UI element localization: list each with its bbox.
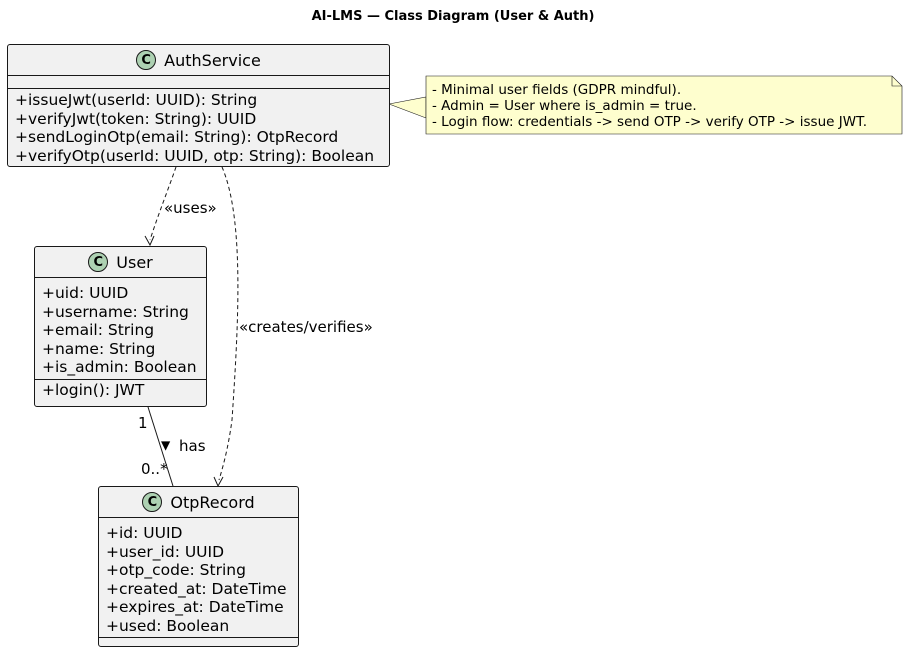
multiplicity-user: 1 xyxy=(138,414,148,432)
has-label: has xyxy=(179,437,206,455)
diagram-title: AI-LMS — Class Diagram (User & Auth) xyxy=(311,9,595,24)
class-otprecord-name: OtpRecord xyxy=(170,492,255,512)
class-authservice-fields xyxy=(8,75,389,88)
has-direction-arrow: ▶ xyxy=(159,441,174,451)
class-user-fields: +uid: UUID +username: String +email: Str… xyxy=(35,277,206,379)
class-otprecord-fields: +id: UUID +user_id: UUID +otp_code: Stri… xyxy=(99,517,298,637)
class-c-icon: C xyxy=(142,492,163,512)
field-item: +otp_code: String xyxy=(106,561,246,580)
class-authservice[interactable]: C AuthService +issueJwt(userId: UUID): S… xyxy=(7,44,390,167)
method-item: +sendLoginOtp(email: String): OtpRecord xyxy=(15,128,339,147)
field-item: +uid: UUID xyxy=(42,284,129,302)
field-item: +id: UUID xyxy=(106,524,183,542)
field-item: +name: String xyxy=(42,339,156,358)
method-item: +verifyOtp(userId: UUID, otp: String): B… xyxy=(15,146,375,165)
note-fold xyxy=(891,76,902,87)
class-otprecord-methods xyxy=(99,636,298,647)
field-item: +username: String xyxy=(42,302,189,321)
class-user-methods: +login(): JWT xyxy=(35,378,206,400)
field-item: +created_at: DateTime xyxy=(106,579,287,598)
field-item: +is_admin: Boolean xyxy=(42,358,197,377)
note-line: - Login flow: credentials -> send OTP ->… xyxy=(432,114,867,131)
class-c-icon: C xyxy=(136,50,157,70)
class-user[interactable]: C User +uid: UUID +username: String +ema… xyxy=(34,246,207,407)
class-authservice-name: AuthService xyxy=(164,50,261,70)
method-item: +issueJwt(userId: UUID): String xyxy=(15,91,258,109)
field-item: +email: String xyxy=(42,321,155,340)
diagram-note: - Minimal user fields (GDPR mindful). - … xyxy=(426,77,892,133)
creates-verifies-label: «creates/verifies» xyxy=(239,318,373,336)
class-user-header: C User xyxy=(35,247,206,277)
method-item: +verifyJwt(token: String): UUID xyxy=(15,109,257,128)
field-item: +used: Boolean xyxy=(106,616,230,635)
uses-edge xyxy=(149,166,177,241)
creates-verifies-edge xyxy=(218,166,239,481)
note-connector xyxy=(387,96,427,119)
field-item: +expires_at: DateTime xyxy=(106,598,284,617)
note-line: - Minimal user fields (GDPR mindful). xyxy=(432,82,682,98)
note-line: - Admin = User where is_admin = true. xyxy=(432,98,697,115)
class-otprecord-header: C OtpRecord xyxy=(99,487,298,517)
field-item: +user_id: UUID xyxy=(106,542,225,561)
uses-label: «uses» xyxy=(164,199,217,217)
note-shape xyxy=(425,75,903,135)
class-authservice-header: C AuthService xyxy=(8,45,389,75)
class-otprecord[interactable]: C OtpRecord +id: UUID +user_id: UUID +ot… xyxy=(98,486,299,647)
has-edge xyxy=(147,406,174,487)
class-c-icon: C xyxy=(88,252,109,272)
multiplicity-otprecord: 0..* xyxy=(141,460,168,478)
class-authservice-methods: +issueJwt(userId: UUID): String +verifyJ… xyxy=(8,88,389,165)
uses-arrowhead xyxy=(144,235,155,247)
class-user-name: User xyxy=(116,252,153,272)
method-item: +login(): JWT xyxy=(42,380,145,399)
creates-verifies-arrowhead xyxy=(213,476,224,488)
